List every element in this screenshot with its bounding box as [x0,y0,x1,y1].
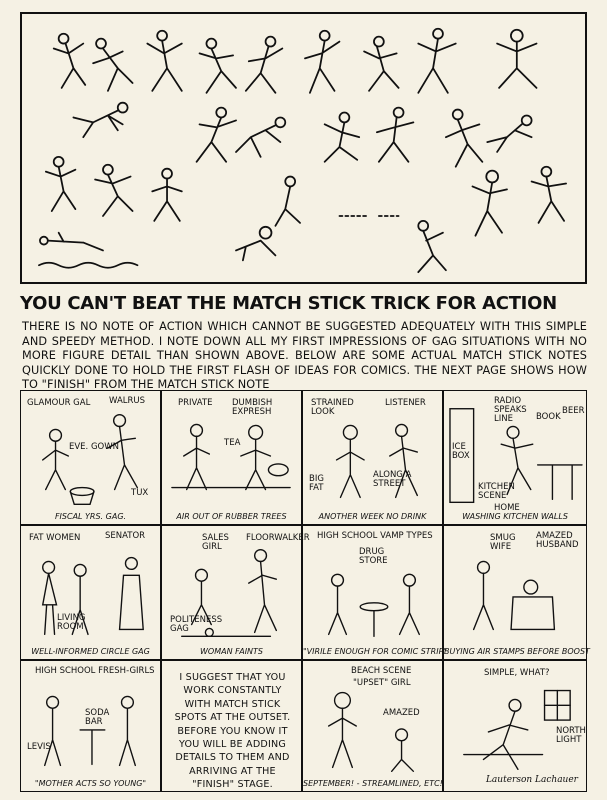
label-north-light: NORTH LIGHT [556,726,586,745]
panel-sketch [335,423,419,499]
label-high-school-fresh-girls: HIGH SCHOOL FRESH-GIRLS [35,666,155,676]
label-drug-store: DRUG STORE [359,547,388,566]
artist-signature: Lauterson Lachauer [485,775,578,785]
label-amazed: AMAZED [383,708,420,718]
label-big-fat: BIG FAT [309,474,324,493]
label-dumbish-expresh: DUMBISH EXPRESH [232,398,273,417]
panel-another-week-no-drink: STRAINED LOOK LISTENER BIG FAT ALONG A S… [302,390,443,525]
panel-virile-enough: HIGH SCHOOL VAMP TYPES DRUG STORE "VIRIL… [302,525,448,660]
panel-sketch [42,413,138,505]
caption: WOMAN FAINTS [199,647,264,656]
label-listener: LISTENER [385,398,426,408]
label-tux: TUX [131,488,149,498]
panel-sketch [327,573,420,638]
headline: YOU CAN'T BEAT THE MATCH STICK TRICK FOR… [20,293,557,314]
label-levis: LEVIS [27,742,51,752]
suggestion-text: I SUGGEST THAT YOU WORK CONSTANTLY WITH … [174,672,291,791]
panel-well-informed-circle-gag: FAT WOMEN SENATOR LIVING ROOM WELL-INFOR… [20,525,161,660]
panel-suggestion-text: I SUGGEST THAT YOU WORK CONSTANTLY WITH … [161,660,302,792]
label-senator: SENATOR [105,531,146,541]
panel-sketch [181,548,278,638]
label-beer: BEER [562,406,585,416]
caption: WASHING KITCHEN WALLS [462,512,568,521]
label-politeness-gag: POLITENESS GAG [170,615,223,634]
panel-woman-faints: SALES GIRL FLOORWALKER POLITENESS GAG WO… [161,525,310,660]
caption: BUYING AIR STAMPS BEFORE BOOST [444,647,590,656]
label-floorwalker: FLOORWALKER [246,533,310,543]
panel-mother-acts-so-young: HIGH SCHOOL FRESH-GIRLS SODA BAR LEVIS "… [20,660,161,792]
panel-air-out-of-rubber-trees: PRIVATE DUMBISH EXPRESH TEA AIR OUT OF R… [161,390,302,525]
caption: "MOTHER ACTS SO YOUNG" [34,779,147,788]
label-living-room: LIVING ROOM [57,613,86,632]
label-private: PRIVATE [178,398,213,408]
label-ice-box: ICE BOX [452,442,470,461]
stick-figure-sketch-panel [20,12,587,284]
label-fat-women: FAT WOMEN [29,533,81,543]
panel-sketch [449,408,583,504]
panel-sketch [171,423,291,491]
label-beach-scene: BEACH SCENE [351,666,412,676]
caption: SEPTEMBER! - STREAMLINED, ETC! [303,779,443,788]
label-upset-girl: "UPSET" GIRL [353,678,411,688]
panel-fiscal-yrs-gag: GLAMOUR GAL WALRUS EVE. GOWN TUX FISCAL … [20,390,161,525]
caption: ANOTHER WEEK NO DRINK [318,512,427,521]
caption: FISCAL YRS. GAG. [54,512,127,521]
panel-washing-kitchen-walls: RADIO SPEAKS LINE BOOK BEER ICE BOX KITC… [443,390,587,525]
label-smug-wife: SMUG WIFE [490,533,516,552]
label-strained-look: STRAINED LOOK [311,398,354,417]
panel-sketch [327,691,415,772]
label-high-school-vamp-types: HIGH SCHOOL VAMP TYPES [317,531,433,541]
label-kitchen-scene: KITCHEN SCENE [478,482,515,501]
label-home: HOME [494,503,520,513]
intro-paragraph: THERE IS NO NOTE OF ACTION WHICH CANNOT … [22,320,587,391]
label-radio-speaks-line: RADIO SPEAKS LINE [494,396,527,424]
label-amazed-husband: AMAZED HUSBAND [536,531,579,550]
label-sales-girl: SALES GIRL [202,533,229,552]
label-along-a-street: ALONG A STREET [373,470,412,489]
panel-sketch [44,695,136,767]
panel-sketch [472,560,556,631]
panel-simple-what: SIMPLE, WHAT? NORTH LIGHT Lauterson Lach… [443,660,587,792]
label-glamour-gal: GLAMOUR GAL [27,398,91,408]
label-tea: TEA [224,438,241,448]
label-soda-bar: SODA BAR [85,708,110,727]
label-walrus: WALRUS [109,396,146,406]
stick-figures-illustration [38,27,567,274]
caption: "VIRILE ENOUGH FOR COMIC STRIP" [303,647,448,656]
panel-sketch [463,689,571,771]
caption: WELL-INFORMED CIRCLE GAG [31,647,150,656]
caption: AIR OUT OF RUBBER TREES [176,512,287,521]
panel-sketch [41,556,144,636]
panel-september-streamlined: BEACH SCENE "UPSET" GIRL AMAZED SEPTEMBE… [302,660,443,792]
label-book: BOOK [536,412,561,422]
label-simple-what: SIMPLE, WHAT? [484,668,550,678]
panel-buying-air-stamps: SMUG WIFE AMAZED HUSBAND BUYING AIR STAM… [443,525,590,660]
label-eve-gown: EVE. GOWN [69,442,119,452]
